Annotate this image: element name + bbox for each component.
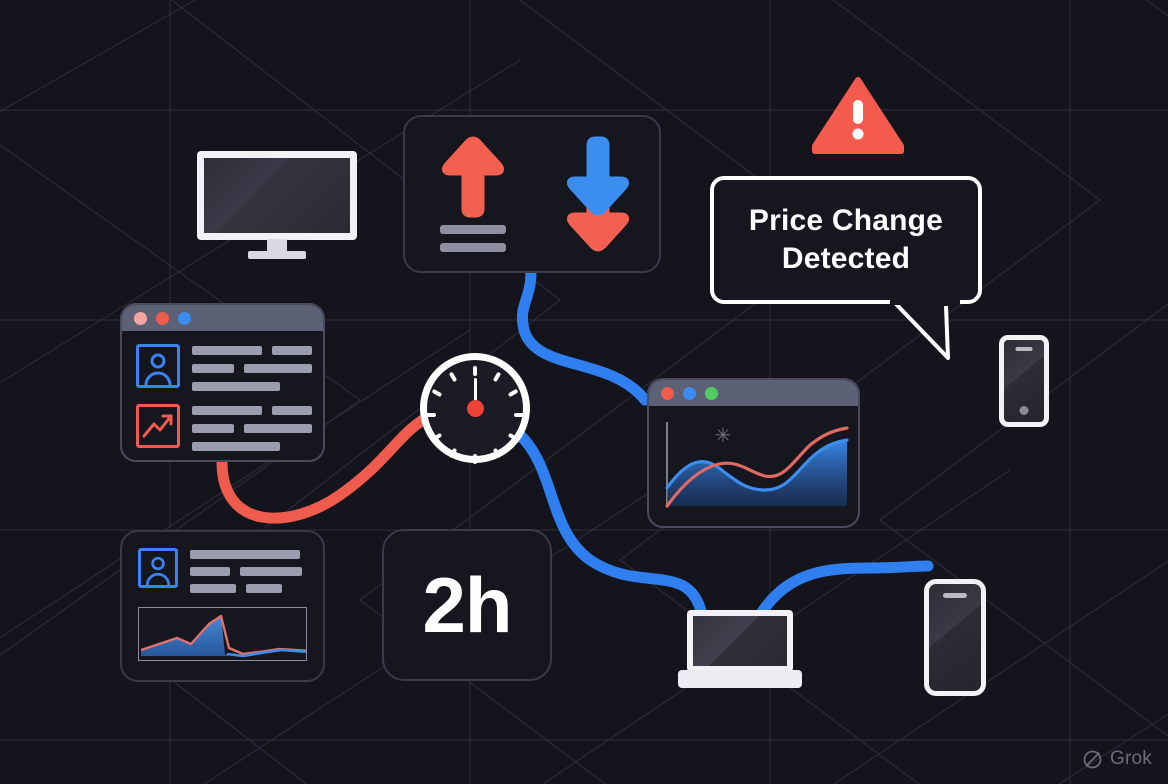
connector-trend-to-analytics bbox=[516, 266, 651, 406]
desktop-monitor bbox=[197, 151, 357, 259]
sparkline-series-blue bbox=[226, 648, 306, 658]
clock-tick bbox=[492, 447, 502, 459]
analytics-browser-window: ✳ bbox=[647, 378, 860, 528]
notification-line-1: Price Change bbox=[748, 203, 944, 237]
arrow-down-primary-icon bbox=[566, 136, 630, 216]
window-dot-3[interactable] bbox=[705, 386, 718, 400]
monitor-screen bbox=[197, 151, 357, 240]
price-trend-card bbox=[403, 115, 661, 273]
clock-center-dot bbox=[466, 399, 484, 417]
laptop-base bbox=[678, 670, 802, 688]
duration-card: 2h bbox=[382, 529, 552, 681]
trend-arrows bbox=[440, 136, 630, 252]
profile-row-user bbox=[136, 344, 312, 391]
laptop-screen bbox=[687, 610, 793, 672]
chart-series-price bbox=[665, 426, 849, 508]
monitor-neck bbox=[267, 239, 287, 252]
grok-logo-icon bbox=[1083, 750, 1102, 768]
dual-line-area-chart: ✳ bbox=[665, 422, 849, 508]
connector-laptop-to-phone bbox=[756, 560, 934, 618]
user-avatar-icon bbox=[136, 344, 180, 388]
profile-text-bars bbox=[192, 344, 312, 391]
user-avatar-icon bbox=[138, 548, 178, 588]
window-dot-1[interactable] bbox=[661, 386, 674, 400]
notification-bubble: Price Change Detected bbox=[710, 176, 982, 304]
analog-clock bbox=[420, 353, 530, 464]
clock-tick bbox=[473, 366, 477, 376]
notification-line-2: Detected bbox=[781, 242, 911, 275]
notification-text: Price Change Detected bbox=[749, 202, 943, 279]
clock-tick bbox=[448, 447, 458, 459]
clock-tick bbox=[492, 371, 502, 383]
window-titlebar bbox=[649, 380, 858, 406]
window-dot-1[interactable] bbox=[134, 311, 147, 325]
chart-area-fill bbox=[667, 440, 847, 506]
profile-browser-window bbox=[120, 303, 325, 462]
window-content bbox=[122, 331, 323, 460]
profile-analytics-card bbox=[120, 530, 325, 682]
clock-tick bbox=[431, 388, 443, 398]
chart-trend-icon bbox=[136, 404, 180, 448]
clock-tick bbox=[426, 413, 436, 417]
profile-row-chart bbox=[136, 404, 312, 451]
phone-speaker-icon bbox=[943, 593, 967, 598]
duration-value: 2h bbox=[422, 560, 512, 649]
smartphone-small bbox=[999, 335, 1049, 427]
clock-face bbox=[420, 353, 530, 464]
warning-alert bbox=[811, 76, 905, 155]
bubble-tail bbox=[890, 296, 960, 360]
grok-watermark: Grok bbox=[1082, 748, 1152, 770]
warning-triangle-icon bbox=[811, 77, 905, 155]
profile-header-row bbox=[138, 548, 307, 593]
monitor-foot bbox=[248, 251, 306, 259]
phone-home-button bbox=[1019, 406, 1029, 415]
profile-text-bars bbox=[190, 548, 307, 593]
sparkline-fill bbox=[141, 616, 229, 656]
clock-tick bbox=[448, 371, 458, 383]
connector-profile-to-clock bbox=[216, 409, 438, 524]
card-sparkline-frame bbox=[138, 607, 307, 661]
laptop bbox=[678, 610, 802, 688]
connector-clock-to-laptop bbox=[514, 429, 708, 621]
clock-tick bbox=[473, 454, 477, 464]
smartphone-large bbox=[924, 579, 986, 696]
price-change-notification: Price Change Detected bbox=[710, 176, 982, 360]
clock-tick bbox=[507, 388, 519, 398]
clock-hand bbox=[473, 378, 477, 412]
area-sparkline bbox=[140, 614, 306, 658]
chart-series-volume bbox=[665, 438, 849, 492]
clock-tick bbox=[431, 432, 443, 442]
analytics-chart-area: ✳ bbox=[649, 406, 858, 526]
window-dot-2[interactable] bbox=[156, 311, 169, 325]
arrow-up-icon bbox=[441, 136, 505, 218]
window-titlebar bbox=[122, 305, 323, 331]
clock-tick bbox=[507, 432, 519, 442]
watermark-label: Grok bbox=[1110, 748, 1152, 769]
profile-chart-bars bbox=[192, 404, 312, 451]
chart-marker-asterisk: ✳ bbox=[715, 425, 732, 447]
phone-speaker-icon bbox=[1015, 347, 1033, 351]
equals-bar-1 bbox=[440, 225, 506, 234]
clock-tick bbox=[514, 413, 524, 417]
equals-bar-2 bbox=[440, 243, 506, 252]
window-dot-3[interactable] bbox=[178, 311, 191, 325]
window-dot-2[interactable] bbox=[683, 386, 696, 400]
